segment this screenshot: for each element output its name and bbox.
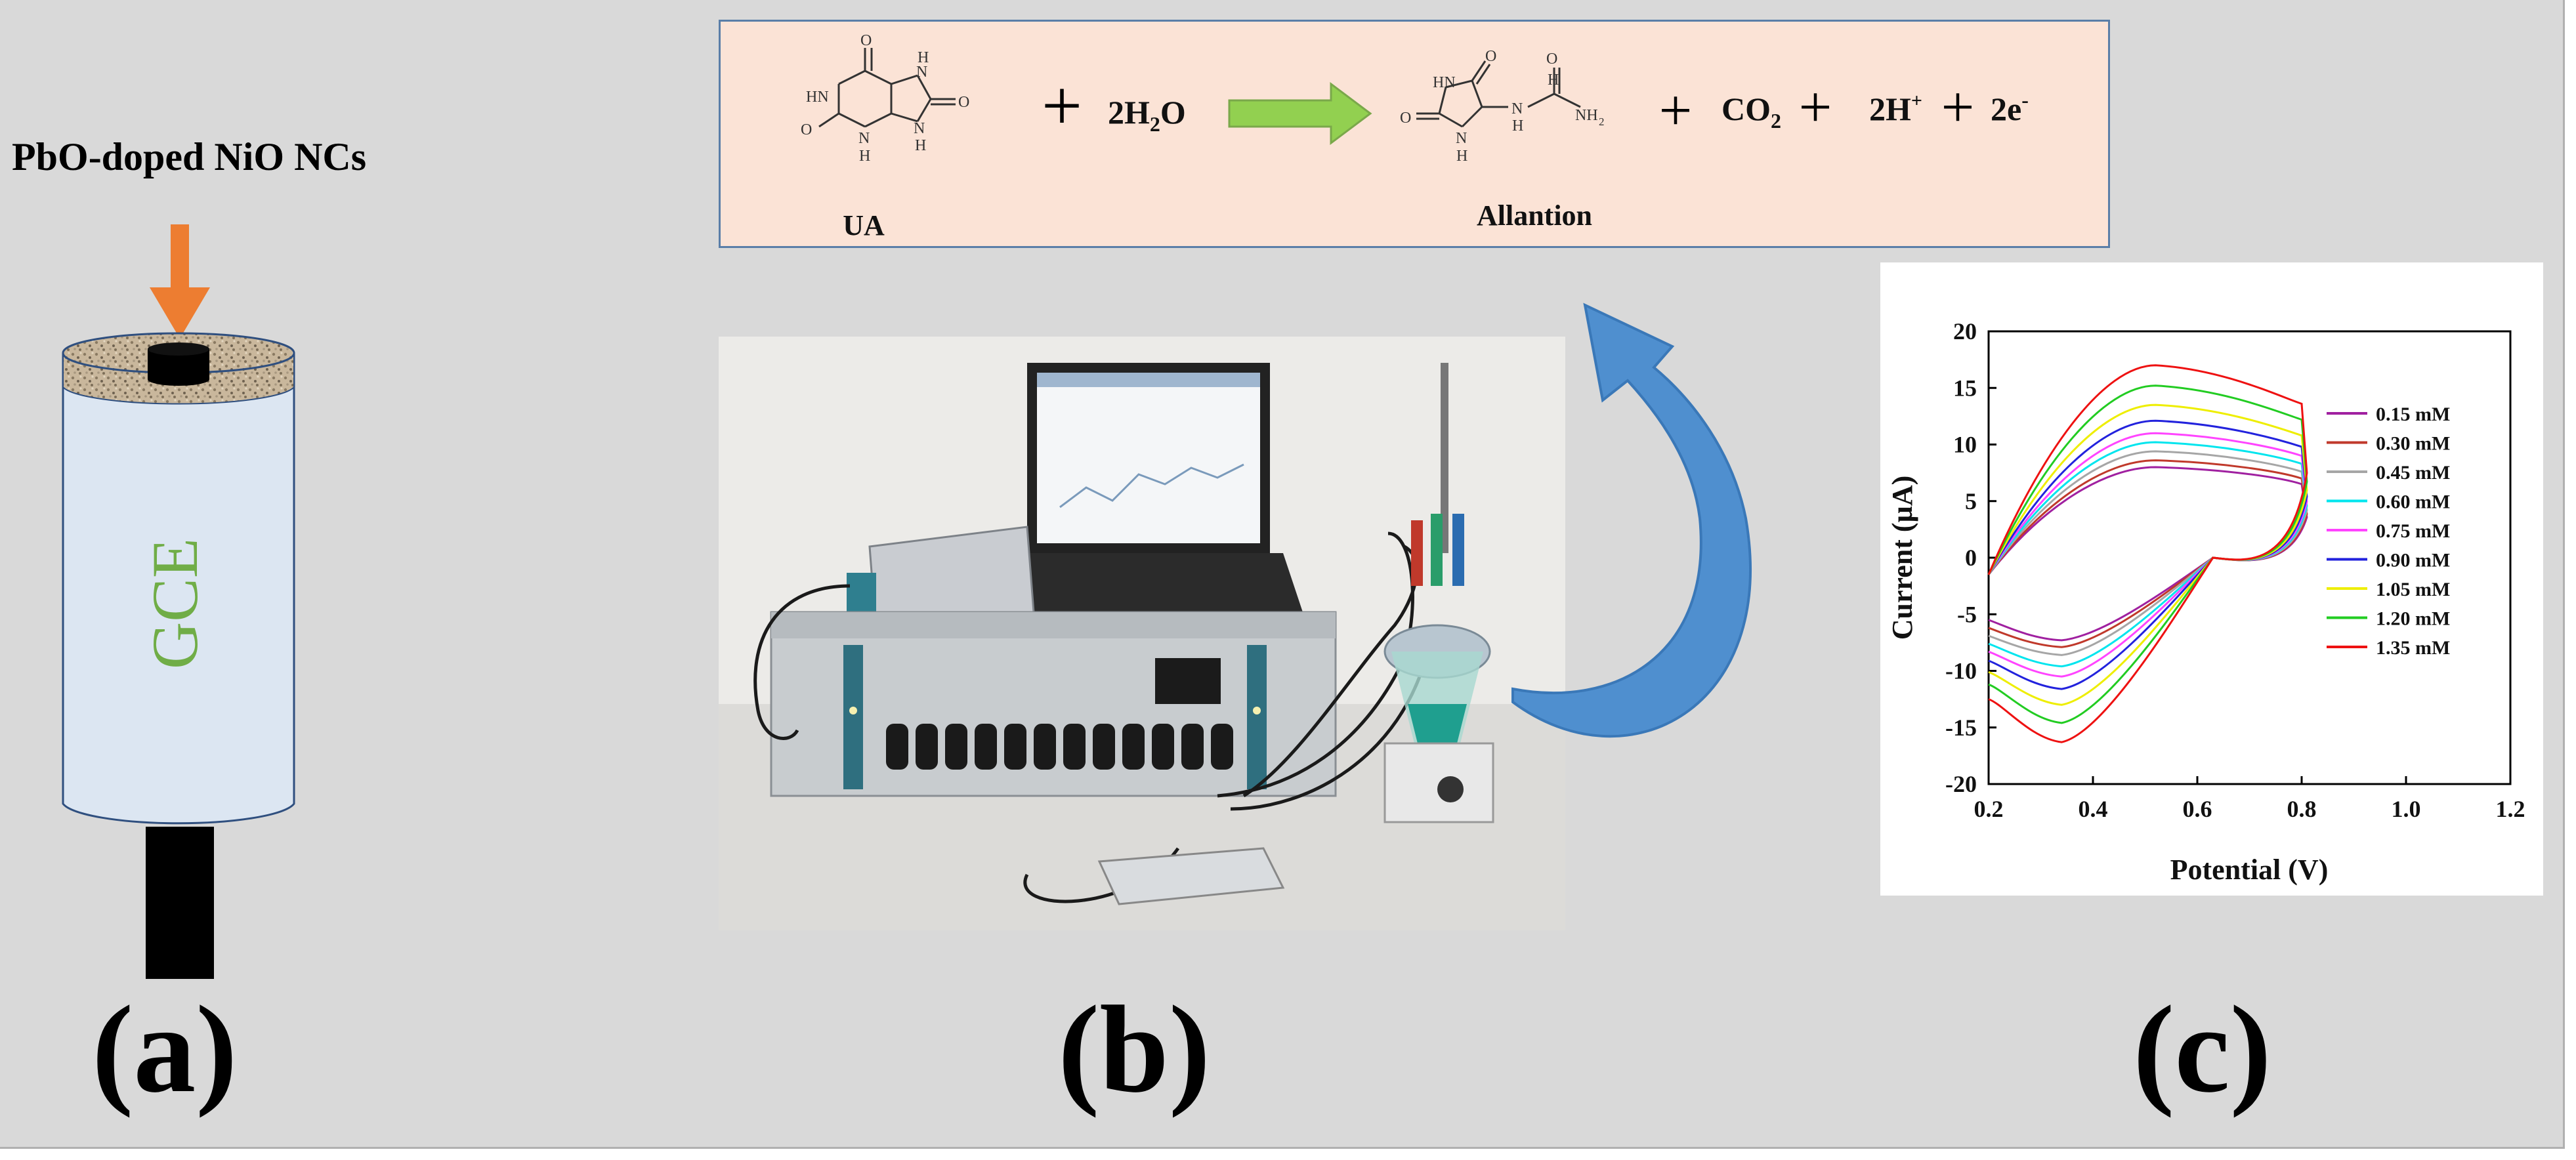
allantoin-atom: H <box>1512 117 1523 135</box>
plus-sign: + <box>1941 75 1975 140</box>
y-tick-label: -15 <box>1945 715 1977 741</box>
legend-entry: 0.75 mM <box>2376 520 2450 542</box>
plus-sign: + <box>1042 66 1082 146</box>
cv-curve <box>1987 364 2308 743</box>
active-disk <box>148 349 209 386</box>
cv-curve <box>1987 432 2308 678</box>
electrode-lead <box>146 827 214 979</box>
legend: 0.15 mM 0.30 mM 0.45 mM 0.60 mM 0.75 mM 0.90 … <box>2327 404 2450 659</box>
plus-sign: + <box>1659 78 1693 143</box>
electrochemical-cell <box>1383 363 1494 823</box>
cv-curve <box>1987 450 2308 656</box>
allantoin-atom: N <box>1456 130 1467 147</box>
cv-curve <box>1987 384 2308 724</box>
y-tick-label: 5 <box>1965 488 1977 514</box>
allantoin-atom: NH <box>1575 107 1598 124</box>
allantoin-structure <box>1416 60 1581 128</box>
x-tick-label: 0.4 <box>2079 796 2108 822</box>
ua-atom: HN <box>806 89 829 106</box>
plot-area <box>1987 330 2512 785</box>
electrode-title: PbO-doped NiO NCs <box>12 135 367 178</box>
uric-acid-structure <box>818 48 956 128</box>
cv-curve <box>1987 441 2308 668</box>
proton-formula: 2H+ <box>1869 90 1922 127</box>
y-axis-label: Current (µA) <box>1886 476 1918 640</box>
laptop <box>1001 363 1303 612</box>
allantoin-atom: N <box>1511 100 1523 117</box>
y-tick-label: 0 <box>1965 545 1977 571</box>
panel-label-c: (c) <box>2133 981 2271 1119</box>
x-tick-label: 0.2 <box>1974 796 2004 822</box>
y-tick-label: -5 <box>1957 601 1977 627</box>
cv-curve <box>1987 419 2308 690</box>
allantoin-atom: O <box>1400 110 1411 127</box>
y-tick-label: 15 <box>1953 375 1977 401</box>
legend-entry: 0.60 mM <box>2376 491 2450 513</box>
electrode-body <box>62 353 295 825</box>
legend-entry: 1.20 mM <box>2376 608 2450 630</box>
ua-atom: O <box>860 32 872 49</box>
x-tick-label: 1.0 <box>2392 796 2421 822</box>
y-tick-label: -10 <box>1945 658 1977 684</box>
y-tick-label: 10 <box>1953 432 1977 458</box>
legend-entry: 0.30 mM <box>2376 433 2450 455</box>
panel-label-a: (a) <box>92 981 238 1119</box>
gce-label: GCE <box>138 538 211 669</box>
interface-module <box>847 526 1035 633</box>
allantoin-atom: H <box>1456 148 1467 165</box>
x-tick-label: 1.2 <box>2496 796 2525 822</box>
legend-entry: 1.05 mM <box>2376 579 2450 600</box>
ua-atom: O <box>958 94 969 111</box>
potentiostat-photo <box>719 337 1565 930</box>
cv-curve <box>1987 459 2308 648</box>
co2-formula: CO2 <box>1721 91 1781 133</box>
x-tick-label: 0.6 <box>2183 796 2212 822</box>
y-tick-label: -20 <box>1945 771 1977 797</box>
panel-label-b: (b) <box>1058 981 1211 1119</box>
electrode-arrow <box>150 224 210 339</box>
legend-entry: 1.35 mM <box>2376 637 2450 659</box>
reaction-arrow <box>1228 82 1372 145</box>
cv-chart-panel: 0.2 0.4 0.6 0.8 1.0 1.2 20 15 10 5 0 -5 -10 -15 -20 0… <box>1880 262 2543 896</box>
plus-sign: + <box>1799 75 1832 140</box>
ua-atom: N <box>858 130 870 147</box>
allantoin-atom: HN <box>1433 74 1456 91</box>
y-tick-label: 20 <box>1953 318 1977 344</box>
allantoin-atom: O <box>1485 48 1496 65</box>
legend-entry: 0.15 mM <box>2376 404 2450 425</box>
x-tick-label: 0.8 <box>2287 796 2317 822</box>
cv-curves <box>1987 364 2308 743</box>
ua-atom: H <box>915 137 926 154</box>
electrode-diagram: GCE <box>62 224 295 979</box>
ua-atom: H <box>918 49 929 66</box>
reaction-scheme: O HN O N H H N O N H UA + 2H2O <box>801 32 2029 241</box>
ua-label: UA <box>843 209 885 241</box>
allantoin-label: Allantion <box>1477 199 1592 232</box>
allantoin-atom: 2 <box>1599 115 1605 128</box>
allantoin-atom: O <box>1546 51 1557 68</box>
reaction-box: O HN O N H H N O N H UA + 2H2O <box>719 20 2110 248</box>
cv-curve <box>1987 404 2308 706</box>
potentiostat-unit <box>770 611 1337 797</box>
allantoin-atom: H <box>1548 72 1559 89</box>
legend-entry: 0.45 mM <box>2376 462 2450 484</box>
ua-atom: N <box>916 64 927 81</box>
electron-formula: 2e- <box>1991 88 2029 127</box>
cv-chart: 0.2 0.4 0.6 0.8 1.0 1.2 20 15 10 5 0 -5 -10 -15 -20 0… <box>1886 318 2525 886</box>
ua-atom: O <box>801 121 812 138</box>
water-formula: 2H2O <box>1108 94 1186 136</box>
x-axis-label: Potential (V) <box>2170 854 2329 886</box>
ua-atom: H <box>859 148 870 165</box>
x-axis: 0.2 0.4 0.6 0.8 1.0 1.2 <box>1974 776 2525 822</box>
curved-arrow <box>1511 302 1752 738</box>
usb-adapter <box>1097 847 1285 905</box>
ua-atom: N <box>914 120 925 137</box>
legend-entry: 0.90 mM <box>2376 550 2450 571</box>
y-axis: 20 15 10 5 0 -5 -10 -15 -20 <box>1945 318 1996 797</box>
